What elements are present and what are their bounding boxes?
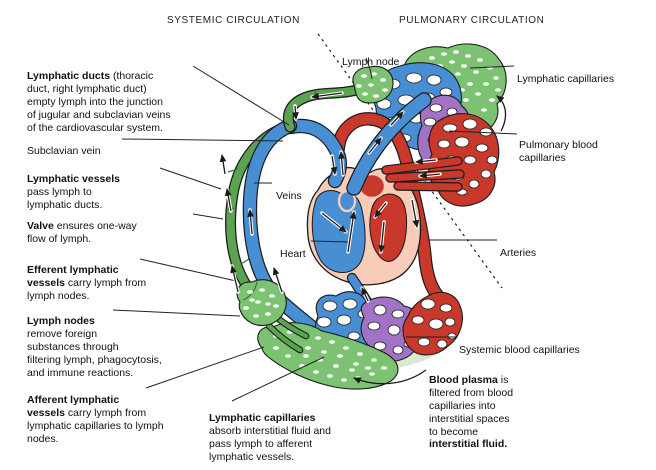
label-valve-term: Valve [27, 219, 54, 232]
label-heart-text: Heart [280, 247, 306, 260]
label-lymph-nodes-desc: remove foreign substances through filter… [27, 327, 162, 379]
label-lymphatic-vessels-term: Lymphatic vessels [27, 172, 120, 185]
label-lymphatic-vessels-desc: pass lymph to lymphatic ducts. [27, 185, 103, 211]
label-lymphatic-capillaries-bottom: Lymphatic capillaries absorb interstitia… [209, 399, 331, 464]
label-valve-desc: ensures one-way flow of lymph. [27, 219, 137, 245]
label-lymphatic-capillaries-bottom-term: Lymphatic capillaries [209, 411, 316, 424]
label-arteries: Arteries [500, 234, 536, 260]
label-lymphatic-capillaries-right: Lymphatic capillaries [517, 60, 614, 86]
label-lymphatic-capillaries-bottom-desc: absorb interstitial fluid and pass lymph… [209, 424, 331, 463]
label-blood-plasma-term: Blood plasma [429, 373, 498, 386]
pulmonary-capillary-mesh [373, 62, 500, 207]
lymph-node-left [236, 279, 287, 327]
label-systemic-blood-capillaries: Systemic blood capillaries [459, 331, 580, 357]
label-afferent-term: Afferent lymphatic vessels [27, 393, 120, 419]
blood-plasma-filtration-arrow [353, 369, 427, 385]
label-valve: Valve ensures one-way flow of lymph. [27, 207, 137, 246]
label-blood-plasma-desc: is filtered from blood capillaries into … [429, 373, 514, 438]
label-pulmonary-blood-capillaries: Pulmonary blood capillaries [519, 126, 598, 165]
label-lymph-nodes: Lymph nodes remove foreign substances th… [27, 302, 162, 379]
pulmonary-circulation-header: PULMONARY CIRCULATION [399, 15, 545, 26]
label-arteries-text: Arteries [500, 246, 537, 259]
label-subclavian-vein-text: Subclavian vein [27, 144, 101, 157]
label-blood-plasma: Blood plasma is filtered from blood capi… [429, 361, 513, 451]
label-afferent-desc: carry lymph from lymphatic capillaries t… [27, 406, 164, 445]
label-heart: Heart [280, 235, 306, 261]
leader-lines [112, 57, 518, 402]
label-lymphatic-capillaries-right-text: Lymphatic capillaries [517, 72, 615, 85]
label-systemic-blood-capillaries-text: Systemic blood capillaries [459, 343, 580, 356]
label-afferent-lymphatic-vessels: Afferent lymphatic vessels carry lymph f… [27, 381, 164, 446]
label-interstitial-fluid-term: interstitial fluid. [429, 438, 508, 451]
label-veins-text: Veins [276, 189, 302, 202]
label-subclavian-vein: Subclavian vein [27, 132, 101, 158]
label-lymphatic-ducts-term: Lymphatic ducts [27, 69, 111, 82]
label-lymph-node-text: Lymph node [342, 55, 400, 68]
lymph-node-top [352, 65, 394, 104]
label-pulmonary-blood-capillaries-text: Pulmonary blood capillaries [519, 138, 598, 164]
label-lymphatic-ducts-desc: (thoracic duct, right lymphatic duct) em… [27, 69, 171, 134]
label-lymphatic-vessels: Lymphatic vessels pass lymph to lymphati… [27, 160, 120, 212]
systemic-circulation-header: SYSTEMIC CIRCULATION [167, 15, 300, 26]
artery-loop [331, 112, 453, 311]
interstitial-fluid-absorption-arrow [496, 95, 507, 132]
flow-arrows [219, 91, 507, 385]
label-efferent-desc: carry lymph from lymph nodes. [27, 276, 147, 302]
label-veins: Veins [276, 177, 302, 203]
label-lymph-node: Lymph node [342, 43, 399, 69]
label-lymphatic-ducts: Lymphatic ducts (thoracic duct, right ly… [27, 57, 171, 134]
vein-loop [242, 118, 374, 344]
label-lymph-nodes-term: Lymph nodes [27, 314, 95, 327]
label-efferent-term: Efferent lymphatic vessels [27, 263, 119, 289]
label-efferent-lymphatic-vessels: Efferent lymphatic vessels carry lymph f… [27, 251, 146, 303]
